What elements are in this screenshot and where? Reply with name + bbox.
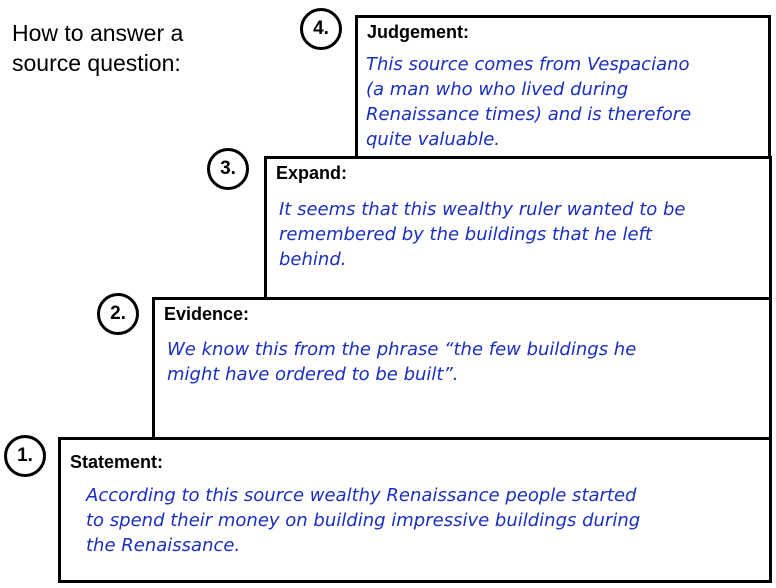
judgement-heading: Judgement: [367,22,470,42]
evidence-line: might have ordered to be built”. [167,364,459,385]
step-4-number-badge: 4. [300,8,342,50]
step-2-number-badge: 2. [97,293,139,335]
evidence-text: We know this from the phrase “the few bu… [167,337,636,387]
statement-box: Statement: According to this source weal… [58,437,772,583]
statement-text: According to this source wealthy Renaiss… [86,483,640,558]
judgement-text: This source comes from Vespaciano (a man… [366,52,691,152]
judgement-line: Renaissance times) and is therefore [366,104,692,125]
statement-line: According to this source wealthy Renaiss… [86,485,637,506]
expand-heading: Expand: [276,163,348,183]
expand-text: It seems that this wealthy ruler wanted … [279,197,686,272]
statement-line: to spend their money on building impress… [86,510,641,531]
evidence-heading: Evidence: [164,304,250,324]
title-line-2: source question: [12,50,181,76]
page-title: How to answer a source question: [12,18,183,78]
step-3-number-badge: 3. [207,148,249,190]
judgement-box: Judgement: This source comes from Vespac… [355,15,771,159]
expand-box: Expand: It seems that this wealthy ruler… [264,156,772,300]
expand-line: It seems that this wealthy ruler wanted … [279,199,686,220]
step-1-number-badge: 1. [4,435,46,477]
statement-line: the Renaissance. [86,535,241,556]
judgement-line: This source comes from Vespaciano [366,54,690,75]
evidence-box: Evidence: We know this from the phrase “… [152,297,772,441]
judgement-line: (a man who who lived during [366,79,629,100]
title-line-1: How to answer a [12,20,184,46]
expand-line: remembered by the buildings that he left [279,224,652,245]
evidence-line: We know this from the phrase “the few bu… [167,339,637,360]
judgement-line: quite valuable. [366,129,501,150]
statement-heading: Statement: [70,452,164,472]
expand-line: behind. [279,249,347,270]
